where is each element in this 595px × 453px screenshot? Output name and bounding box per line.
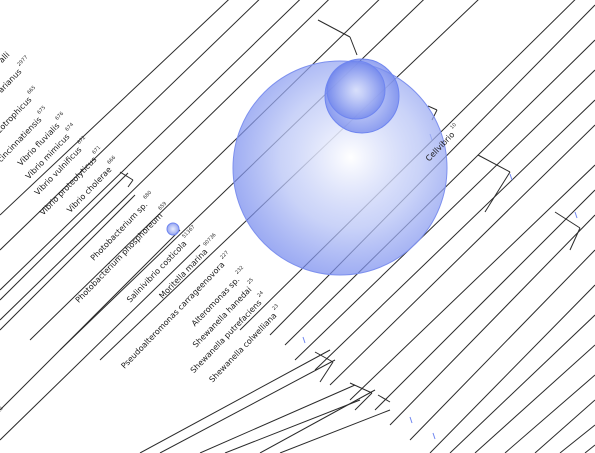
taxon-id: 675 (36, 105, 47, 116)
tree-branch (294, 69, 595, 361)
tree-branch (0, 0, 229, 216)
taxon-id: 671 (91, 145, 102, 156)
tree-branch (139, 349, 331, 453)
branch-node-marker[interactable] (509, 173, 513, 181)
taxon-id: 672 (76, 135, 87, 146)
tree-branch (0, 0, 301, 291)
taxon-name: arianus (0, 67, 23, 95)
taxon-id: 232 (234, 265, 245, 276)
tree-branch (29, 0, 380, 341)
taxon-id: 25 (246, 277, 255, 286)
taxon-id: 674 (64, 122, 75, 133)
taxon-id: 51367 (181, 224, 196, 240)
tree-branch (349, 36, 358, 56)
tree-branch (349, 382, 373, 394)
tree-branch (374, 189, 595, 411)
taxon-id: 666 (106, 155, 117, 166)
tree-branch (119, 171, 134, 181)
taxon-id: 90736 (202, 232, 217, 248)
tree-branch (474, 344, 595, 453)
tree-branch (329, 124, 595, 386)
tree-branch (314, 351, 334, 363)
tree-branch (0, 0, 260, 251)
taxon-id: 680 (142, 190, 153, 201)
tree-branch (554, 211, 581, 229)
tree-branch (199, 384, 356, 453)
tree-branch (377, 394, 391, 403)
tree-branch (314, 99, 595, 371)
tree-branch (389, 214, 595, 426)
tree-branch (569, 227, 581, 251)
tree-branch (409, 249, 595, 441)
branch-node-marker[interactable] (302, 336, 306, 344)
branch-node-marker[interactable] (574, 211, 578, 219)
tree-branch (127, 179, 134, 188)
branch-node-marker[interactable] (409, 416, 413, 424)
tree-branch (0, 0, 330, 321)
tree-branch (279, 409, 391, 453)
tree-branch (449, 314, 595, 453)
tree-branch (349, 164, 595, 401)
tree-branch (477, 154, 511, 173)
tree-branch (427, 105, 438, 111)
tree-branch (319, 361, 334, 383)
taxon-id: 10 (449, 122, 458, 131)
tree-branch (159, 359, 336, 453)
tree-branch (584, 444, 595, 453)
selection-bubble-tiny[interactable] (166, 222, 180, 236)
taxon-id: 23 (271, 303, 280, 312)
taxon-name: alli (0, 50, 11, 65)
tree-branch (0, 172, 129, 301)
taxon-id: 24 (256, 290, 265, 299)
taxon-partial-alli[interactable]: alli (0, 50, 11, 65)
taxon-id: 676 (54, 111, 65, 122)
tree-branch (259, 389, 376, 453)
tree-branch (317, 19, 351, 38)
tree-branch (224, 399, 361, 453)
taxon-name: Vibrio cholerae (65, 165, 113, 215)
edge-label: nl (0, 406, 5, 413)
tree-branch (354, 392, 373, 411)
taxon-id: 665 (26, 85, 37, 96)
tree-branch (0, 194, 136, 331)
selection-bubbles (166, 58, 448, 276)
tree-branch (484, 171, 511, 213)
selection-bubble-small[interactable] (326, 60, 386, 120)
tree-branch (559, 424, 595, 453)
taxon-id: 659 (157, 201, 168, 212)
tree-branch (429, 284, 595, 453)
branch-node-marker[interactable] (432, 432, 436, 440)
tree-branch (504, 374, 595, 453)
tree-branch (0, 244, 201, 441)
taxon-id: 227 (219, 250, 230, 261)
tree-branch (534, 399, 595, 453)
taxon-id: 2977 (16, 54, 29, 67)
tree-branch (0, 229, 181, 411)
